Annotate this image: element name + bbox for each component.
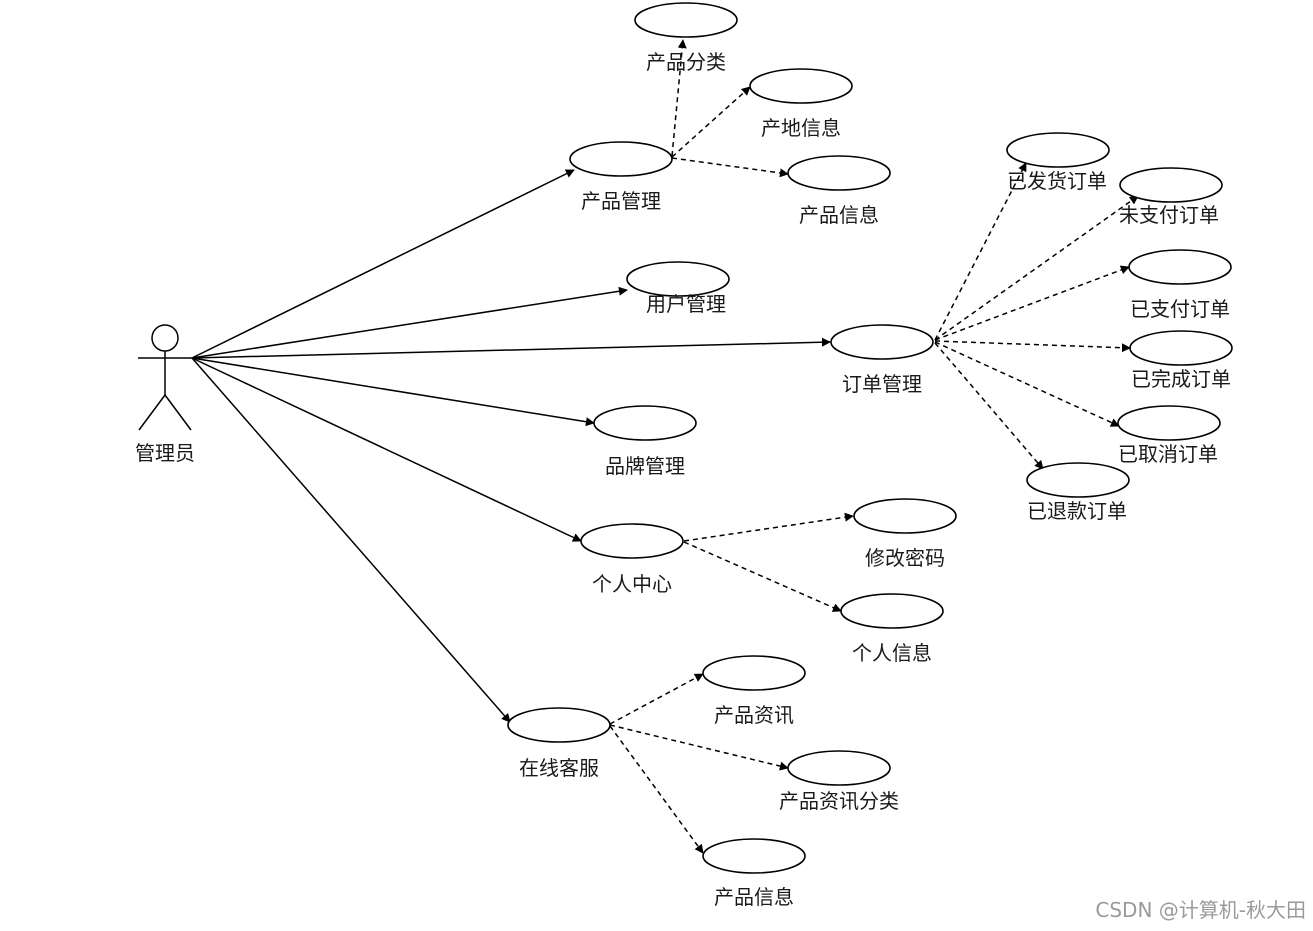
rel-shipped-orders: [934, 162, 1027, 341]
use-case-oval: [749, 68, 853, 104]
use-case-label: 已支付订单: [1130, 297, 1230, 321]
actor-label: 管理员: [135, 441, 195, 465]
use-case-oval: [569, 141, 673, 177]
rel-product-news-category: [609, 724, 789, 771]
use-case-user-mgmt: 用户管理: [626, 261, 730, 316]
use-case-label: 品牌管理: [605, 454, 685, 478]
rel-change-password: [683, 512, 854, 542]
actor-head: [151, 324, 179, 352]
rel-service-product-info: [609, 725, 704, 854]
use-case-oval: [1119, 167, 1223, 203]
use-case-oval: [702, 655, 806, 691]
use-case-label: 个人信息: [852, 641, 932, 665]
use-case-product-news: 产品资讯: [702, 655, 806, 727]
use-case-label: 产品管理: [581, 189, 661, 213]
rel-product-info: [671, 157, 789, 178]
use-case-oval: [507, 707, 611, 743]
use-case-oval: [830, 324, 934, 360]
use-case-shipped-orders: 已发货订单: [1006, 132, 1110, 193]
use-case-product-info: 产品信息: [787, 155, 891, 227]
rel-completed-orders: [934, 340, 1131, 353]
use-case-product-news-category: 产品资讯分类: [779, 750, 899, 813]
assoc-user-mgmt: [191, 286, 628, 359]
use-case-oval: [593, 405, 697, 441]
use-case-oval: [1128, 249, 1232, 285]
rel-product-category: [671, 39, 687, 157]
use-case-unpaid-orders: 未支付订单: [1119, 167, 1223, 227]
assoc-online-service: [191, 357, 511, 723]
use-case-oval: [1026, 462, 1130, 498]
watermark: CSDN @计算机-秋大田: [1095, 898, 1306, 922]
actor-associations: [191, 169, 831, 723]
rel-personal-info: [683, 541, 842, 612]
actor-left-leg: [138, 394, 166, 431]
use-case-label: 已发货订单: [1007, 169, 1107, 193]
rel-origin-info: [671, 86, 751, 158]
assoc-brand-mgmt: [191, 357, 595, 427]
use-case-cancelled-orders: 已取消订单: [1117, 405, 1221, 466]
use-case-oval: [580, 523, 684, 559]
actor-right-leg: [164, 394, 192, 431]
rel-paid-orders: [934, 265, 1130, 341]
use-case-personal-center: 个人中心: [580, 523, 684, 596]
use-case-oval: [634, 2, 738, 38]
use-case-oval: [840, 593, 944, 629]
use-case-label: 未支付订单: [1119, 203, 1219, 227]
assoc-product-mgmt: [191, 169, 575, 359]
use-case-origin-info: 产地信息: [749, 68, 853, 140]
use-case-label: 已完成订单: [1131, 367, 1231, 391]
use-case-label: 产品信息: [714, 885, 794, 909]
rel-refunded-orders: [934, 342, 1044, 470]
rel-cancelled-orders: [934, 341, 1120, 427]
use-case-oval: [787, 750, 891, 786]
include-relations: [609, 39, 1139, 854]
use-case-personal-info: 个人信息: [840, 593, 944, 665]
use-case-order-mgmt: 订单管理: [830, 324, 934, 396]
use-case-label: 产地信息: [761, 116, 841, 140]
use-case-oval: [853, 498, 957, 534]
actor-admin: 管理员: [135, 324, 195, 465]
use-case-service-product-info: 产品信息: [702, 838, 806, 909]
use-case-paid-orders: 已支付订单: [1128, 249, 1232, 321]
use-case-oval: [1129, 330, 1233, 366]
use-case-label: 产品资讯分类: [779, 789, 899, 813]
use-case-oval: [626, 261, 730, 297]
use-case-oval: [702, 838, 806, 874]
use-case-label: 用户管理: [646, 292, 726, 316]
use-case-oval: [1006, 132, 1110, 168]
use-case-product-mgmt: 产品管理: [569, 141, 673, 213]
use-case-change-password: 修改密码: [853, 498, 957, 570]
use-case-label: 已退款订单: [1027, 499, 1127, 523]
rel-product-news: [609, 673, 704, 725]
use-case-oval: [787, 155, 891, 191]
use-case-label: 修改密码: [865, 546, 945, 570]
use-case-refunded-orders: 已退款订单: [1026, 462, 1130, 523]
assoc-order-mgmt: [191, 337, 831, 359]
use-case-label: 在线客服: [519, 756, 599, 780]
use-case-label: 已取消订单: [1118, 442, 1218, 466]
use-case-online-service: 在线客服: [507, 707, 611, 780]
use-case-brand-mgmt: 品牌管理: [593, 405, 697, 478]
use-case-label: 订单管理: [842, 372, 922, 396]
use-case-label: 产品分类: [646, 50, 726, 74]
use-case-label: 产品信息: [799, 203, 879, 227]
assoc-personal-center: [191, 357, 582, 542]
rel-unpaid-orders: [934, 195, 1139, 341]
use-case-completed-orders: 已完成订单: [1129, 330, 1233, 391]
use-case-oval: [1117, 405, 1221, 441]
use-case-label: 个人中心: [592, 572, 672, 596]
use-case-label: 产品资讯: [714, 703, 794, 727]
use-case-product-category: 产品分类: [634, 2, 738, 74]
